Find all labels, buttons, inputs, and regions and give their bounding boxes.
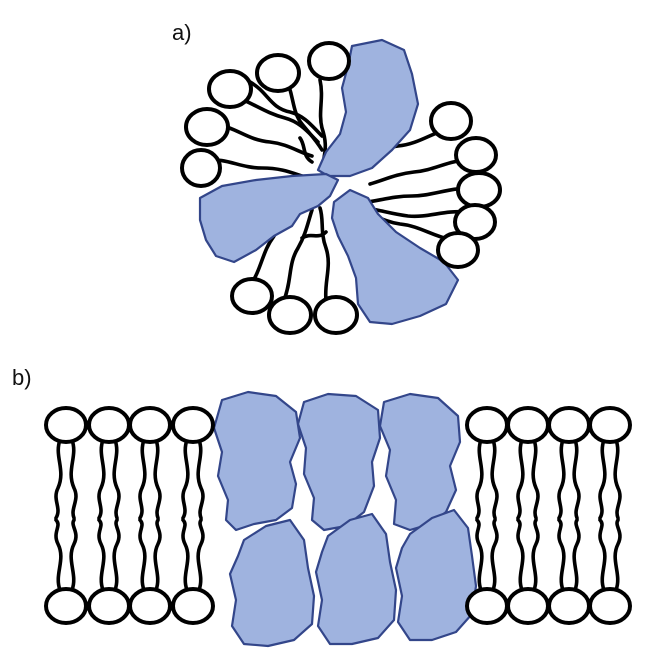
lipid-head	[89, 589, 129, 623]
lipid-tail	[492, 440, 497, 518]
lipid-tail	[183, 520, 188, 590]
lipid-tail	[368, 188, 470, 202]
lipid-tail	[99, 520, 104, 590]
lipid-head	[590, 408, 630, 442]
lipid-tail	[559, 520, 564, 590]
lipid-tail	[477, 440, 482, 518]
lipid-head	[309, 43, 349, 79]
lipid-head	[438, 233, 478, 267]
bilayer-left-tails	[56, 440, 203, 590]
panel-a: a)	[172, 20, 500, 333]
lipid-tail	[114, 440, 119, 518]
lipid-head	[458, 173, 500, 207]
lipid-tail	[114, 520, 119, 590]
panel-b: b)	[12, 365, 630, 646]
lipid-tail	[300, 138, 312, 162]
protein-upper-3	[380, 394, 460, 530]
lipid-tail	[600, 440, 605, 518]
protein-lower-2	[316, 514, 396, 644]
lipid-tail	[140, 440, 145, 518]
lipid-tail	[155, 520, 160, 590]
lipid-tail	[71, 440, 76, 518]
lipid-tail	[533, 440, 538, 518]
lipid-tail	[198, 520, 203, 590]
lipid-head	[186, 109, 228, 145]
protein-lower-1	[230, 520, 314, 646]
lipid-head	[590, 589, 630, 623]
lipid-tail	[140, 520, 145, 590]
lipid-head	[130, 589, 170, 623]
lipid-tail	[518, 440, 523, 518]
lipid-head	[130, 408, 170, 442]
lipid-tail	[56, 520, 61, 590]
lipid-tail	[56, 440, 61, 518]
lipid-tail	[71, 520, 76, 590]
lipid-head	[315, 297, 357, 333]
lipid-head	[456, 138, 496, 172]
lipid-head	[467, 408, 507, 442]
lipid-head	[431, 103, 471, 139]
lipid-tail	[320, 208, 328, 300]
lipid-tail	[574, 440, 579, 518]
lipid-tail	[492, 520, 497, 590]
lipid-tail	[198, 440, 203, 518]
panel-b-label: b)	[12, 365, 32, 390]
lipid-head	[467, 589, 507, 623]
lipid-head	[89, 408, 129, 442]
lipid-tail	[574, 520, 579, 590]
bilayer-proteins	[214, 392, 476, 646]
lipid-head	[209, 71, 251, 107]
lipid-tail	[559, 440, 564, 518]
bilayer-right-tails	[477, 440, 620, 590]
lipid-tail	[99, 440, 104, 518]
lipid-head	[257, 55, 299, 91]
lipid-head	[269, 297, 311, 333]
protein-upper-2	[298, 394, 380, 530]
lipid-tail	[615, 520, 620, 590]
lipid-head	[549, 589, 589, 623]
lipid-tail	[615, 440, 620, 518]
lipid-tail	[533, 520, 538, 590]
lipid-head	[173, 408, 213, 442]
lipid-head	[182, 150, 220, 186]
lipid-tail	[370, 160, 470, 184]
protein-upper-1	[214, 392, 300, 530]
lipid-head	[549, 408, 589, 442]
lipid-head	[46, 408, 86, 442]
lipid-tail	[518, 520, 523, 590]
lipid-tail	[155, 440, 160, 518]
lipid-head	[46, 589, 86, 623]
lipid-tail	[366, 208, 466, 216]
lipid-tail	[600, 520, 605, 590]
lipid-tail	[477, 520, 482, 590]
panel-a-label: a)	[172, 20, 192, 45]
lipid-head	[508, 408, 548, 442]
lipid-tail	[183, 440, 188, 518]
lipid-head	[508, 589, 548, 623]
lipid-head	[173, 589, 213, 623]
micelle-protein-left	[200, 174, 338, 262]
lipid-head	[232, 279, 272, 313]
